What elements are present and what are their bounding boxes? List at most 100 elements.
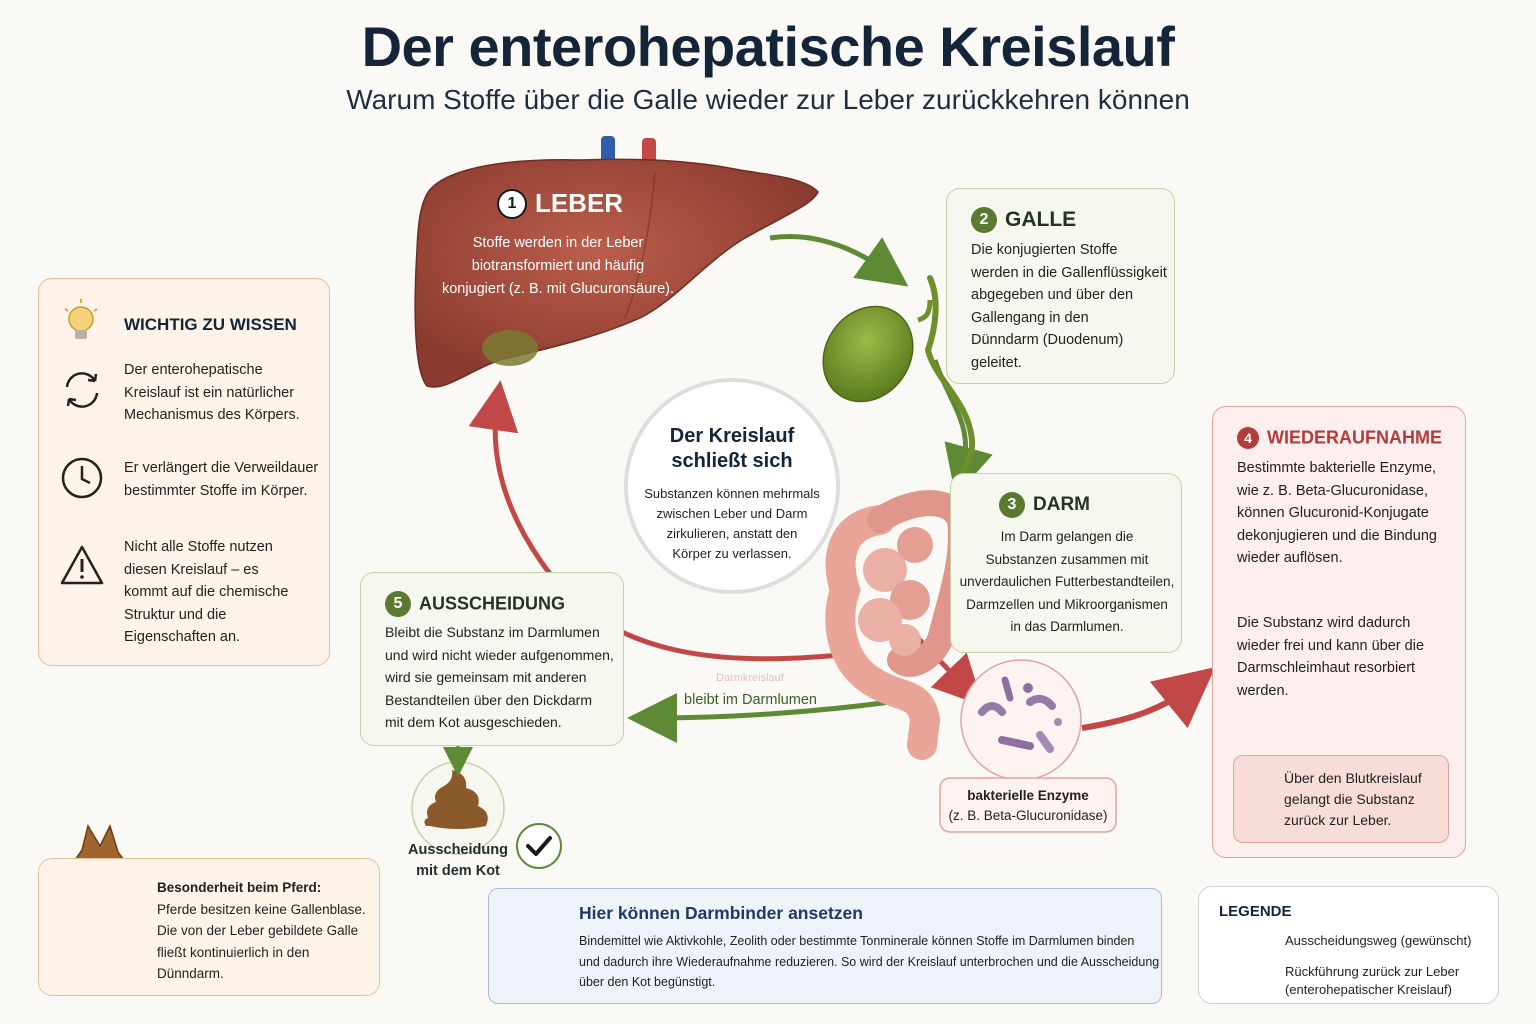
darm-text: Im Darm gelangen die Substanzen zusammen… bbox=[957, 526, 1177, 639]
binder-text-line: über den Kot begünstigt. bbox=[579, 975, 716, 989]
blood-text: Über den Blutkreislauf gelangt die Subst… bbox=[1284, 768, 1422, 831]
wichtig-item-1: Der enterohepatische Kreislauf ist ein n… bbox=[124, 359, 324, 427]
legende-heading: LEGENDE bbox=[1219, 903, 1292, 920]
darm-text-line: unverdaulichen Futterbestandteilen, bbox=[959, 574, 1175, 589]
pferd-text-line: Pferde besitzen keine Gallenblase. bbox=[157, 901, 366, 917]
legende-box: LEGENDE Ausscheidungsweg (gewünscht) Rüc… bbox=[1198, 886, 1499, 1004]
wiederaufnahme-number: 4 bbox=[1237, 427, 1259, 449]
darm-text-line: Im Darm gelangen die bbox=[1000, 529, 1134, 544]
legende-red-line: Rückführung zurück zur Leber bbox=[1285, 964, 1460, 979]
stool-label-line: Ausscheidung bbox=[408, 842, 508, 858]
warning-icon bbox=[60, 545, 104, 585]
binder-heading: Hier können Darmbinder ansetzen bbox=[579, 903, 863, 923]
wichtig-item-line: diesen Kreislauf – es bbox=[124, 561, 259, 578]
pferd-text-line: Die von der Leber gebildete Galle bbox=[157, 923, 359, 938]
wiederaufnahme-text1: Bestimmte bakterielle Enzyme, wie z. B. … bbox=[1237, 457, 1437, 570]
arrow-label-faint: Darmkreislauf bbox=[716, 672, 784, 684]
wichtig-item-line: bestimmter Stoffe im Körper. bbox=[124, 482, 308, 499]
pferd-heading: Besonderheit beim Pferd: bbox=[157, 880, 322, 895]
binder-text-line: Bindemittel wie Aktivkohle, Zeolith oder… bbox=[579, 934, 1135, 948]
ausscheidung-text-line: Bestandteilen über den Dickdarm bbox=[385, 691, 593, 708]
pferd-text: Besonderheit beim Pferd: Pferde besitzen… bbox=[157, 877, 366, 985]
galle-number: 2 bbox=[971, 207, 997, 233]
wichtig-item-3: Nicht alle Stoffe nutzen diesen Kreislau… bbox=[124, 536, 324, 649]
ausscheidung-heading: AUSSCHEIDUNG bbox=[419, 593, 566, 614]
galle-text-line: geleitet. bbox=[971, 354, 1022, 371]
center-circle bbox=[624, 378, 840, 594]
blood-text-line: gelangt die Substanz bbox=[1284, 791, 1415, 807]
legende-red-line: (enterohepatischer Kreislauf) bbox=[1285, 982, 1452, 997]
blood-text-line: zurück zur Leber. bbox=[1284, 812, 1392, 828]
check-circle bbox=[516, 823, 562, 869]
stool-icon bbox=[424, 770, 488, 829]
wiederaufnahme-text-line: wie z. B. Beta-Glucuronidase, bbox=[1237, 482, 1429, 499]
center-text-line: zwischen Leber und Darm bbox=[656, 506, 808, 521]
leber-heading: LEBER bbox=[534, 188, 624, 218]
ausscheidung-text-line: wird sie gemeinsam mit anderen bbox=[385, 669, 587, 685]
darmbinder-box: Hier können Darmbinder ansetzen Bindemit… bbox=[488, 888, 1162, 1004]
binder-text-line: und dadurch ihre Wiederaufnahme reduzier… bbox=[579, 954, 1160, 969]
wichtig-item-line: Kreislauf ist ein natürlicher bbox=[124, 384, 295, 401]
intestine-illustration bbox=[825, 490, 974, 760]
wiederaufnahme-text-line: Bestimmte bakterielle Enzyme, bbox=[1237, 460, 1437, 476]
wiederaufnahme-text-line: können Glucuronid-Konjugate bbox=[1237, 505, 1429, 521]
arrow-ausscheidung bbox=[627, 692, 906, 743]
center-heading-line: Der Kreislauf bbox=[669, 425, 795, 447]
wichtig-heading: WICHTIG ZU WISSEN bbox=[124, 315, 297, 334]
wiederaufnahme-text-line: wieder frei und kann über die bbox=[1237, 637, 1425, 654]
stool-label-line: mit dem Kot bbox=[416, 863, 500, 879]
center-text-line: Substanzen können mehrmals bbox=[644, 486, 820, 501]
bacteria-label-line: bakterielle Enzyme bbox=[967, 788, 1089, 803]
wichtig-item-2: Er verlängert die Verweildauer bestimmte… bbox=[124, 457, 324, 502]
lightbulb-icon bbox=[64, 299, 98, 339]
binder-text: Bindemittel wie Aktivkohle, Zeolith oder… bbox=[579, 931, 1159, 993]
stool-label: Ausscheidung mit dem Kot bbox=[398, 840, 518, 882]
pferd-text-line: Dünndarm. bbox=[157, 966, 224, 981]
arrow-liver-galle bbox=[769, 234, 909, 287]
blood-text-line: Über den Blutkreislauf bbox=[1284, 770, 1422, 786]
wichtig-item-line: Struktur und die bbox=[124, 606, 227, 623]
darm-card: 3 DARM Im Darm gelangen die Substanzen zu… bbox=[950, 473, 1182, 653]
darm-text-line: Substanzen zusammen mit bbox=[985, 551, 1149, 567]
darm-number: 3 bbox=[999, 492, 1025, 518]
ausscheidung-text: Bleibt die Substanz im Darmlumen und wir… bbox=[385, 621, 614, 734]
darm-text-line: Darmzellen und Mikroorganismen bbox=[966, 596, 1168, 612]
ausscheidung-text-line: mit dem Kot ausgeschieden. bbox=[385, 714, 562, 730]
bacteria-illustration bbox=[960, 659, 1082, 781]
gallbladder-illustration bbox=[822, 275, 976, 475]
galle-text-line: Die konjugierten Stoffe bbox=[971, 242, 1118, 258]
center-text-line: Körper zu verlassen. bbox=[672, 546, 792, 561]
galle-heading: GALLE bbox=[1005, 208, 1077, 231]
wiederaufnahme-text-line: wieder auflösen. bbox=[1237, 550, 1343, 566]
blood-box: Über den Blutkreislauf gelangt die Subst… bbox=[1233, 755, 1449, 843]
legende-red-label: Rückführung zurück zur Leber (enterohepa… bbox=[1285, 963, 1459, 999]
ausscheidung-number: 5 bbox=[385, 591, 411, 617]
leber-text-line: biotransformiert und häufig bbox=[471, 258, 645, 274]
darm-heading: DARM bbox=[1033, 494, 1090, 515]
wiederaufnahme-text-line: dekonjugieren und die Bindung bbox=[1237, 527, 1437, 544]
pferd-box: Besonderheit beim Pferd: Pferde besitzen… bbox=[38, 858, 380, 996]
wiederaufnahme-text-line: Die Substanz wird dadurch bbox=[1237, 615, 1411, 631]
galle-text-line: Dünndarm (Duodenum) bbox=[971, 332, 1124, 348]
wichtig-item-line: Der enterohepatische bbox=[124, 362, 263, 378]
leber-text-line: Stoffe werden in der Leber bbox=[472, 235, 644, 251]
bacteria-label-line: (z. B. Beta-Glucuronidase) bbox=[948, 808, 1108, 823]
arrow-label-darmlumen: bleibt im Darmlumen bbox=[684, 692, 817, 708]
wichtig-box: WICHTIG ZU WISSEN Der enterohepatische K… bbox=[38, 278, 330, 666]
page-title: Der enterohepatische Kreislauf bbox=[361, 15, 1175, 78]
wiederaufnahme-text2: Die Substanz wird dadurch wieder frei un… bbox=[1237, 612, 1424, 702]
bacteria-label: bakterielle Enzyme (z. B. Beta-Glucuroni… bbox=[940, 786, 1116, 826]
leber-number: 1 bbox=[496, 188, 527, 219]
center-text: Der Kreislauf schließt sich Substanzen k… bbox=[632, 424, 832, 564]
center-text-line: zirkulieren, anstatt den bbox=[666, 526, 798, 541]
wiederaufnahme-text-line: Darmschleimhaut resorbiert bbox=[1237, 660, 1416, 676]
cycle-icon bbox=[65, 372, 99, 408]
darm-text-line: in das Darmlumen. bbox=[1010, 619, 1124, 634]
page-subtitle: Warum Stoffe über die Galle wieder zur L… bbox=[346, 84, 1190, 115]
leber-text-line: konjugiert (z. B. mit Glucuronsäure). bbox=[441, 281, 675, 297]
wichtig-item-line: Eigenschaften an. bbox=[124, 629, 241, 645]
wichtig-item-line: Nicht alle Stoffe nutzen bbox=[124, 539, 273, 555]
wiederaufnahme-text-line: werden. bbox=[1237, 682, 1289, 699]
